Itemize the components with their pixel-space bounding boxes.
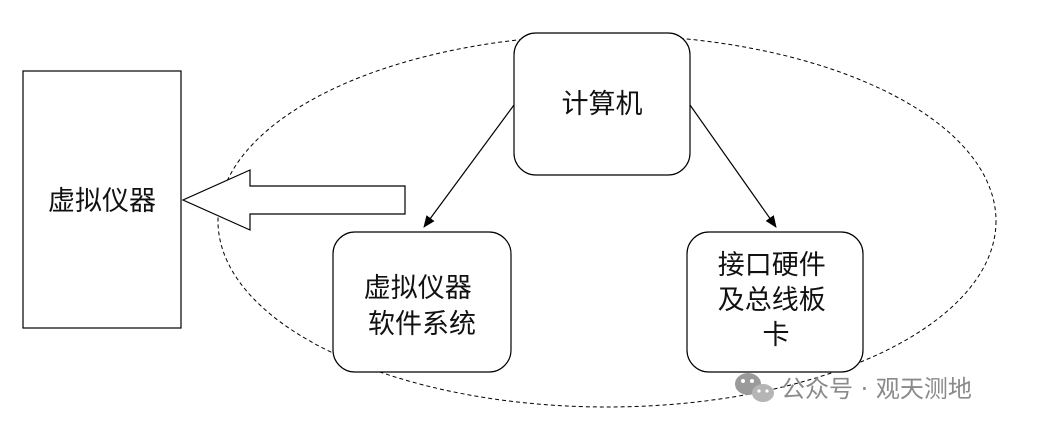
computer-to-hardware-arrow (689, 104, 777, 228)
virtual-instrument-label: 虚拟仪器 (48, 186, 156, 217)
interface-hardware-label: 接口硬件 及总线板 卡 (718, 250, 835, 351)
computer-box (513, 32, 691, 176)
software-label-line-2: 软件系统 (368, 309, 476, 340)
virtual-instrument-box (22, 70, 182, 329)
computer-to-software-arrow (423, 104, 515, 228)
hardware-label-line-1: 接口硬件 (718, 250, 826, 281)
hardware-label-line-3: 卡 (763, 320, 790, 351)
software-label-line-1: 虚拟仪器 (364, 273, 472, 304)
software-system-box (332, 231, 512, 373)
software-system-label: 虚拟仪器 软件系统 (364, 273, 481, 340)
interface-hardware-box (686, 231, 864, 373)
watermark-text: 公众号 · 观天测地 (781, 375, 972, 403)
hardware-label-line-2: 及总线板 (718, 285, 826, 316)
watermark: 公众号 · 观天测地 (735, 373, 972, 403)
output-block-arrow (181, 169, 406, 231)
wechat-icon (735, 373, 774, 402)
computer-label: 计算机 (562, 89, 643, 120)
